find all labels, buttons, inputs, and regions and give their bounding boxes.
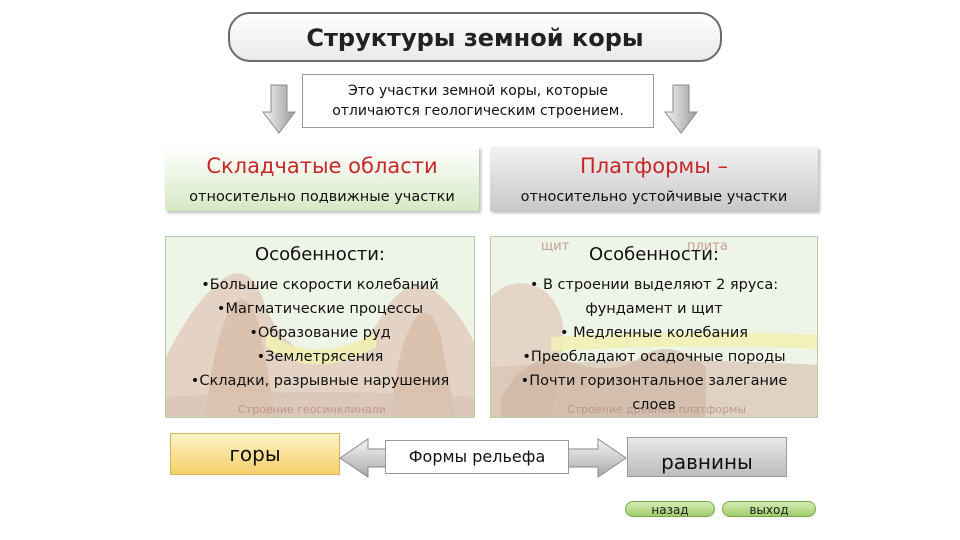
- exit-button[interactable]: выход: [722, 501, 816, 517]
- definition-line-1: Это участки земной коры, которые: [348, 83, 608, 99]
- platforms-subtitle: относительно устойчивые участки: [520, 189, 788, 205]
- plains-box: равнины: [627, 437, 787, 477]
- down-arrow-right-icon: [664, 84, 698, 134]
- platform-features-title: Особенности:: [589, 244, 719, 265]
- platform-caption: Строение древней платформы: [567, 403, 747, 416]
- folded-areas-heading-box: Складчатые области относительно подвижны…: [165, 147, 479, 211]
- relief-forms-label: Формы рельефа: [385, 440, 569, 474]
- platform-features-panel: щит плита Строение древней платформы Осо…: [490, 236, 818, 418]
- platforms-heading-box: Платформы – относительно устойчивые учас…: [490, 147, 818, 211]
- list-item: •Магматические процессы: [216, 301, 424, 317]
- folded-features-panel: Строение геосинклинали Особенности: •Бол…: [165, 236, 475, 418]
- folded-areas-subtitle: относительно подвижные участки: [189, 189, 455, 205]
- geosyncline-illustration: [166, 237, 474, 417]
- page-title: Структуры земной коры: [228, 12, 722, 62]
- list-item: •Большие скорости колебаний: [201, 277, 439, 293]
- list-item: • В строении выделяют 2 яруса:: [529, 277, 779, 293]
- geosyncline-caption: Строение геосинклинали: [238, 403, 386, 416]
- list-item: •Почти горизонтальное залегание: [520, 373, 788, 389]
- platforms-title: Платформы –: [579, 154, 729, 178]
- mountains-box: горы: [170, 433, 340, 475]
- shield-label: щит: [541, 239, 570, 254]
- folded-features-list: •Большие скорости колебаний •Магматическ…: [166, 273, 474, 393]
- list-item: слоев: [632, 397, 676, 413]
- folded-areas-title: Складчатые области: [206, 154, 438, 178]
- down-arrow-left-icon: [262, 84, 296, 134]
- platform-features-list: • В строении выделяют 2 яруса: фундамент…: [491, 273, 817, 417]
- list-item: •Землетрясения: [256, 349, 384, 365]
- folded-features-title: Особенности:: [255, 244, 385, 265]
- back-button[interactable]: назад: [625, 501, 715, 517]
- platform-illustration: [491, 237, 817, 417]
- list-item: •Образование руд: [249, 325, 391, 341]
- list-item: •Складки, разрывные нарушения: [190, 373, 450, 389]
- plate-label: плита: [687, 239, 728, 254]
- list-item: • Медленные колебания: [559, 325, 749, 341]
- definition-line-2: отличаются геологическим строением.: [332, 103, 624, 119]
- list-item: •Преобладают осадочные породы: [522, 349, 786, 365]
- definition-box: Это участки земной коры, которые отличаю…: [302, 74, 654, 128]
- list-item: фундамент и щит: [585, 301, 723, 317]
